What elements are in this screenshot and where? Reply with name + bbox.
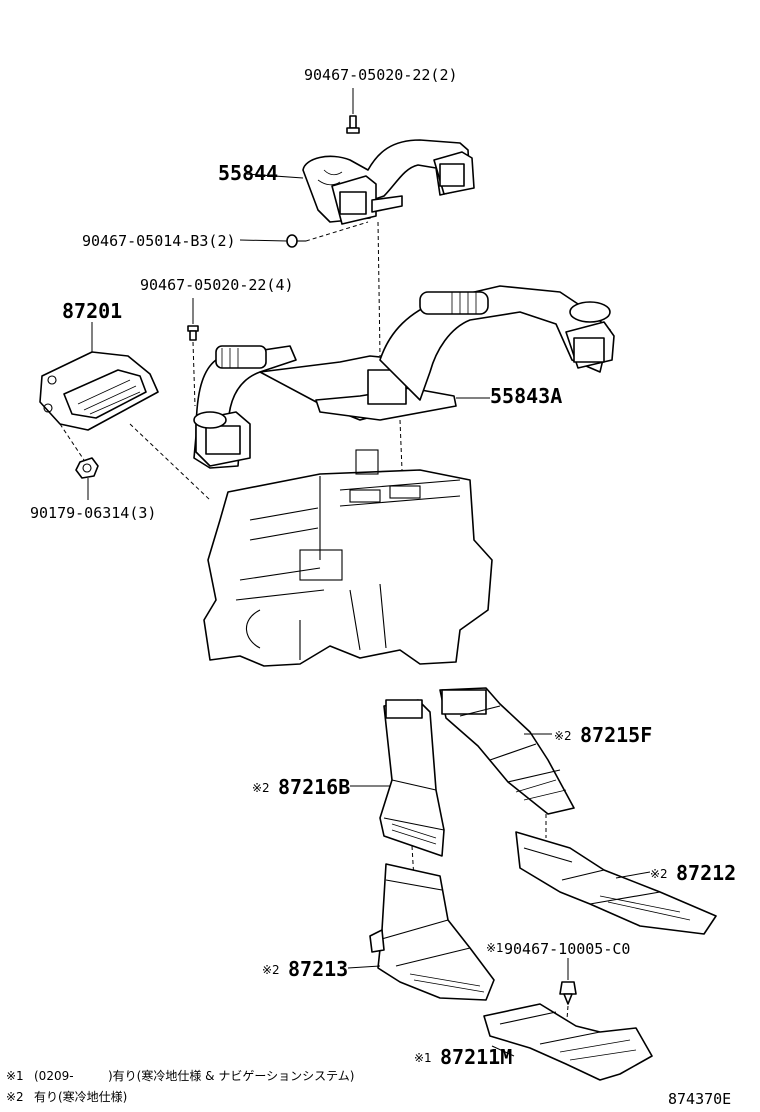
footnote-1-mark: ※1 bbox=[6, 1069, 24, 1083]
bolt-mid-guide bbox=[192, 341, 196, 407]
label-clip-side: 90467-05014-B3(2) bbox=[82, 232, 236, 250]
mark-rear-duct-215f: ※2 bbox=[554, 729, 572, 743]
label-duct-main: 55843A bbox=[490, 384, 562, 408]
mark-rear-duct-212: ※2 bbox=[650, 867, 668, 881]
mark-clip-bottom: ※1 bbox=[486, 941, 504, 955]
footnote-1-date: (0209- bbox=[34, 1069, 74, 1083]
label-bolt-top: 90467-05020-22(2) bbox=[304, 66, 458, 84]
main-duct-part bbox=[193, 285, 615, 469]
nut-part bbox=[75, 457, 99, 479]
label-rear-duct-216b: 87216B bbox=[278, 775, 350, 799]
bolt-mid-part bbox=[187, 325, 199, 341]
main-duct-guide bbox=[399, 419, 403, 471]
label-rear-duct-211m: 87211M bbox=[440, 1045, 512, 1069]
clip-side-guide bbox=[305, 221, 369, 242]
duct-upper-leader bbox=[245, 173, 304, 179]
label-duct-upper: 55844 bbox=[218, 161, 278, 185]
clip-side-leader bbox=[239, 239, 288, 242]
label-clip-bottom: 90467-10005-C0 bbox=[504, 940, 630, 958]
label-grille: 87201 bbox=[62, 299, 122, 323]
upper-duct-guide bbox=[377, 221, 381, 357]
grille-core-guide bbox=[129, 423, 211, 501]
rear-duct-211m-part bbox=[483, 1003, 653, 1081]
rear-duct-215f-part bbox=[439, 687, 575, 815]
clip-side-part bbox=[286, 234, 306, 248]
label-rear-duct-213: 87213 bbox=[288, 957, 348, 981]
footnote-2-text: 有り(寒冷地仕様) bbox=[34, 1089, 127, 1104]
grille-part bbox=[39, 351, 159, 431]
clip-bottom-part bbox=[559, 981, 577, 1005]
heater-unit-outline bbox=[203, 449, 493, 667]
mark-rear-duct-213: ※2 bbox=[262, 963, 280, 977]
label-rear-duct-212: 87212 bbox=[676, 861, 736, 885]
rear-duct-211m-leader bbox=[491, 1045, 515, 1057]
rear-duct-216b-part bbox=[379, 699, 445, 857]
label-bolt-mid: 90467-05020-22(4) bbox=[140, 276, 294, 294]
rear-duct-212-part bbox=[515, 831, 717, 935]
grille-nut-guide bbox=[59, 423, 85, 461]
bolt-top-part bbox=[346, 115, 360, 134]
footnote-2-mark: ※2 bbox=[6, 1090, 24, 1104]
footnote-1-text: )有り(寒冷地仕様 & ナビゲーションシステム) bbox=[108, 1068, 354, 1083]
rear-duct-213-part bbox=[369, 863, 495, 1001]
diagram-code: 874370E bbox=[668, 1090, 731, 1108]
label-nut: 90179-06314(3) bbox=[30, 504, 156, 522]
upper-duct-part bbox=[302, 139, 475, 225]
mark-rear-duct-216b: ※2 bbox=[252, 781, 270, 795]
mark-rear-duct-211m: ※1 bbox=[414, 1051, 432, 1065]
label-rear-duct-215f: 87215F bbox=[580, 723, 652, 747]
rear-duct-213-leader bbox=[347, 965, 381, 969]
rear-duct-212-leader bbox=[615, 871, 651, 879]
